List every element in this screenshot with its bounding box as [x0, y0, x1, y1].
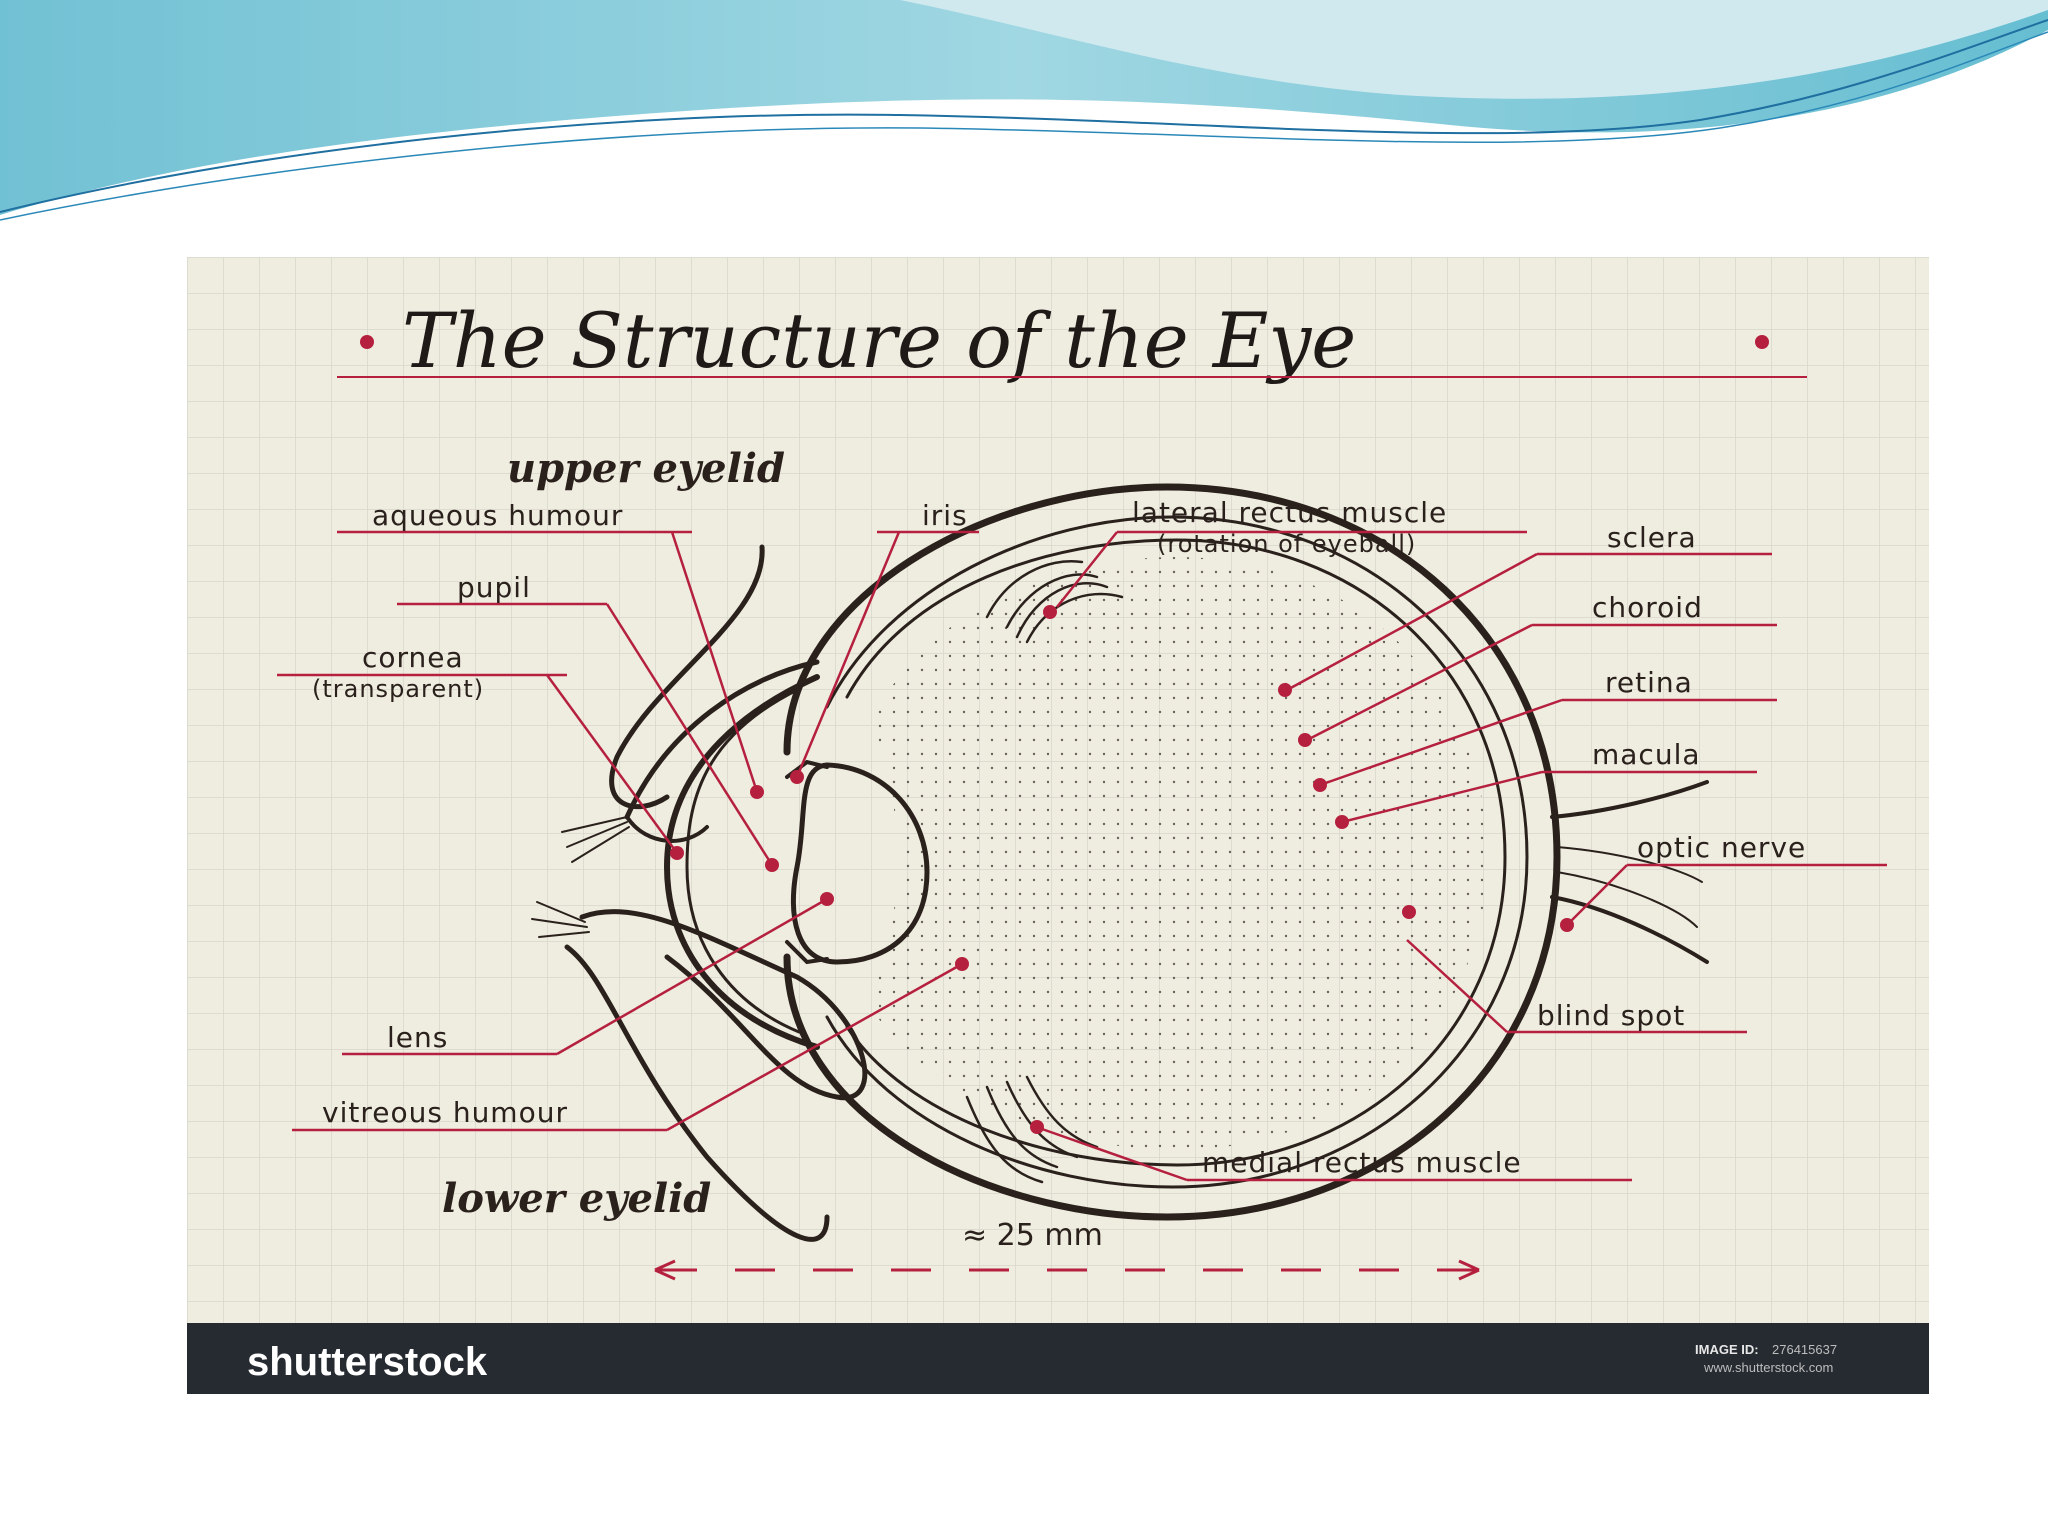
- label-vitreous-humour: vitreous humour: [322, 1096, 568, 1129]
- label-choroid: choroid: [1592, 591, 1703, 624]
- label-upper-eyelid: upper eyelid: [507, 445, 785, 492]
- title-bullet-right: [1755, 335, 1769, 349]
- label-lens: lens: [387, 1021, 448, 1054]
- label-cornea-note: (transparent): [312, 675, 484, 703]
- label-lower-eyelid: lower eyelid: [442, 1175, 711, 1222]
- leader-dots: [670, 605, 1574, 1134]
- label-optic-nerve: optic nerve: [1637, 831, 1806, 864]
- label-lateral-rectus-note: (rotation of eyeball): [1157, 530, 1416, 558]
- diagram-title: The Structure of the Eye: [402, 296, 1356, 385]
- slide-header-wave: [0, 0, 2048, 221]
- label-cornea: cornea: [362, 641, 464, 674]
- footer-bar: [187, 1323, 1929, 1394]
- label-blind-spot: blind spot: [1537, 999, 1685, 1032]
- label-aqueous-humour: aqueous humour: [372, 499, 623, 532]
- leader-lines: [277, 530, 1887, 1182]
- label-medial-rectus: medial rectus muscle: [1202, 1146, 1522, 1179]
- footer-image-id: 276415637: [1772, 1342, 1837, 1357]
- label-retina: retina: [1605, 666, 1693, 699]
- footer-image-id-label: IMAGE ID:: [1695, 1342, 1759, 1357]
- eye-drawing: [531, 483, 1709, 1242]
- scale-label: ≈ 25 mm: [962, 1218, 1103, 1253]
- shutterstock-logo: shutterstock: [247, 1340, 488, 1384]
- label-macula: macula: [1592, 738, 1701, 771]
- label-lateral-rectus: lateral rectus muscle: [1132, 496, 1447, 529]
- label-iris: iris: [922, 499, 968, 532]
- footer-url: www.shutterstock.com: [1703, 1360, 1833, 1375]
- title-bullet-left: [360, 335, 374, 349]
- eye-structure-figure: The Structure of the Eye: [187, 257, 1929, 1394]
- scale-bar: [654, 1259, 1480, 1281]
- label-pupil: pupil: [457, 571, 531, 604]
- label-sclera: sclera: [1607, 521, 1697, 554]
